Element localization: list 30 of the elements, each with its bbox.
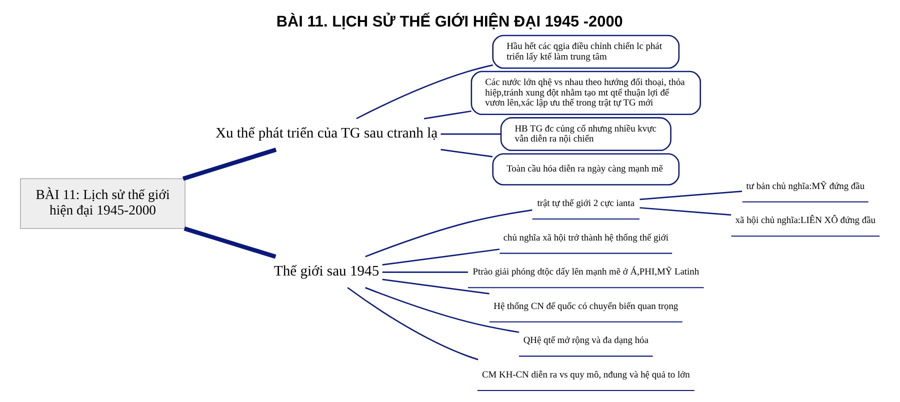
connector	[182, 148, 277, 181]
connector	[184, 226, 276, 259]
connector	[424, 110, 472, 120]
connector	[382, 248, 500, 266]
connector	[382, 271, 468, 273]
node-text: chủ nghĩa xã hội trở thành hệ thống thế giới	[503, 233, 668, 244]
connector	[365, 209, 532, 258]
node-text: Hệ thống CN đế quốc có chuyển biến quan trọng	[494, 302, 678, 312]
node-text: xã hội chủ nghĩa:LIÊN XÔ đứng đầu	[735, 216, 876, 226]
connector	[356, 64, 493, 120]
node-text: QHệ qtế mở rộng và đa dạng hóa	[523, 336, 648, 346]
connector	[640, 190, 742, 200]
connector	[640, 207, 732, 216]
node-box: Toàn cầu hóa diễn ra ngày càng mạnh mẽ	[492, 153, 680, 186]
node-text: Xu thế phát triển của TG sau ctranh lạ	[215, 126, 438, 142]
connector	[347, 287, 478, 360]
node-box: HB TG đc củng cố nhưng nhiều kvực vẫn diễn ra nội chiến	[500, 117, 672, 152]
connector	[440, 133, 501, 135]
node-text: CM KH-CN diễn ra vs quy mô, nđung và hệ quả to lớn	[482, 370, 690, 380]
node-text: tư bản chủ nghĩa:MỸ đứng đầu	[746, 182, 865, 192]
connector	[365, 287, 520, 333]
connector	[440, 148, 493, 158]
node-box: Các nước lớn qhệ vs nhau theo hướng đối thoại, thỏa hiệp,tránh xung đột nhằm tạo mt qtế thuận lợi để vươn lên,xác lập ưu thế trong trật tự TG mới	[470, 70, 702, 116]
diagram-title: BÀI 11. LỊCH SỬ THẾ GIỚI HIỆN ĐẠI 1945 -2000	[276, 13, 623, 30]
node-box: Hầu hết các qgia điều chỉnh chiến lc phát triển lấy ktế làm trung tâm	[492, 34, 680, 69]
node-text: Ptrào giải phóng dtộc dấy lên mạnh mẽ ở Á,PHI,MỸ Latinh	[472, 268, 700, 278]
node-text: trật tự thế giới 2 cực ianta	[537, 198, 635, 209]
node-box: BÀI 11: Lịch sử thế giới hiện đại 1945-2000	[20, 178, 186, 229]
node-text: Thế giới sau 1945	[274, 264, 380, 280]
connector	[382, 278, 490, 294]
